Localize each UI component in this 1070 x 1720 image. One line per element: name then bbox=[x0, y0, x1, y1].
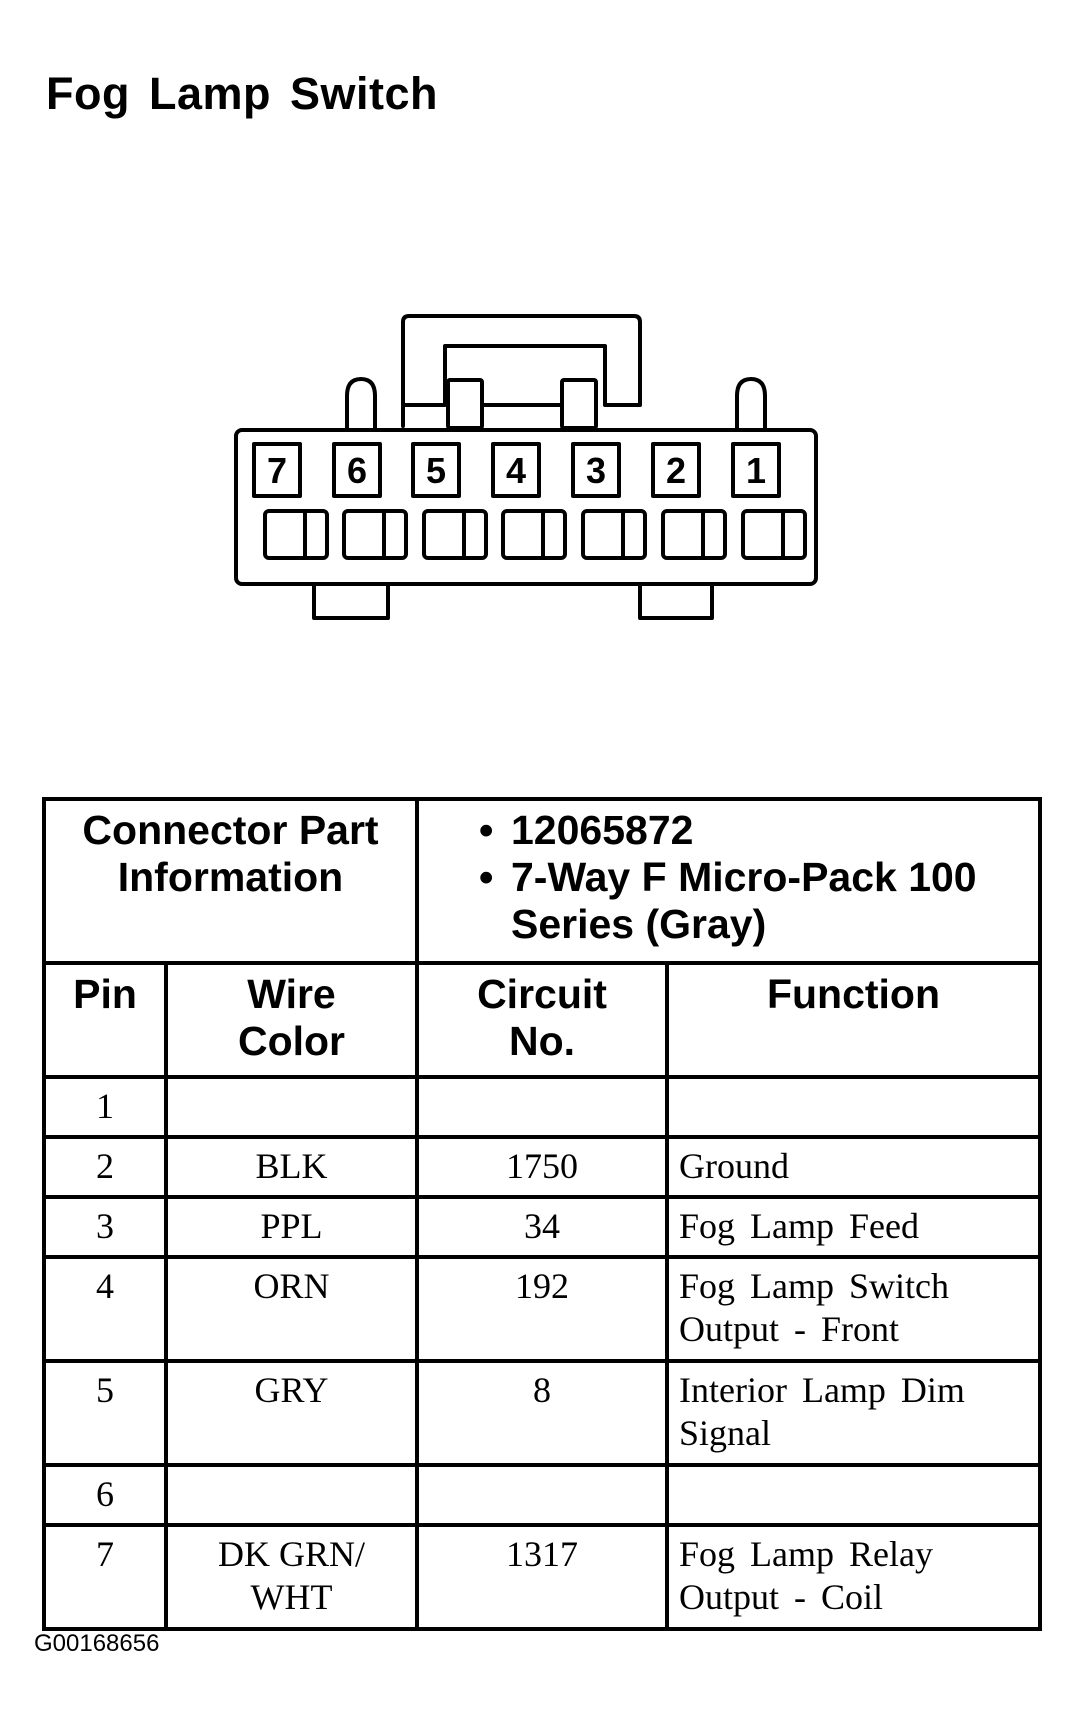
wire-color-cell: BLK bbox=[164, 1135, 419, 1199]
function-cell: Interior Lamp Dim Signal bbox=[665, 1359, 1042, 1467]
function-cell: Fog Lamp Relay Output - Coil bbox=[665, 1523, 1042, 1631]
connector-series: Series (Gray) bbox=[511, 901, 767, 947]
pin-label-2: 2 bbox=[666, 450, 686, 491]
table-row: 1 bbox=[42, 1075, 1042, 1139]
function-cell: Ground bbox=[665, 1135, 1042, 1199]
header-circuit-label-line1: Circuit bbox=[477, 971, 607, 1017]
header-pin-label: Pin bbox=[73, 971, 137, 1017]
header-function: Function bbox=[665, 961, 1042, 1079]
pin-box-6 bbox=[332, 442, 382, 498]
table-row: 3 PPL 34 Fog Lamp Feed bbox=[42, 1195, 1042, 1259]
connector-foot-left bbox=[312, 584, 390, 620]
cavity-5 bbox=[422, 509, 488, 560]
part-info-label: Connector Part Information bbox=[42, 797, 419, 965]
wire-color-line1: DK GRN/ bbox=[217, 1534, 365, 1574]
table-row: 2 BLK 1750 Ground bbox=[42, 1135, 1042, 1199]
table-row: 6 bbox=[42, 1463, 1042, 1527]
pin-label-6: 6 bbox=[347, 450, 367, 491]
guide-pin-left bbox=[345, 377, 377, 430]
connector-pinout-table: Connector Part Information 12065872 7-Wa… bbox=[42, 797, 1042, 1631]
circuit-cell: 8 bbox=[415, 1359, 669, 1467]
circuit-cell: 1750 bbox=[415, 1135, 669, 1199]
latch-post-left bbox=[446, 378, 484, 430]
pin-label-5: 5 bbox=[426, 450, 446, 491]
header-wire-color: Wire Color bbox=[164, 961, 419, 1079]
function-line1: Interior Lamp Dim bbox=[679, 1370, 965, 1410]
table-row: 4 ORN 192 Fog Lamp Switch Output - Front bbox=[42, 1255, 1042, 1363]
pin-label-3: 3 bbox=[586, 450, 606, 491]
pin-cell: 3 bbox=[42, 1195, 168, 1259]
pin-box-2 bbox=[651, 442, 701, 498]
cavity-4 bbox=[501, 509, 567, 560]
function-cell bbox=[665, 1463, 1042, 1527]
table-row: 5 GRY 8 Interior Lamp Dim Signal bbox=[42, 1359, 1042, 1467]
cavity-6 bbox=[342, 509, 408, 560]
connector-body bbox=[234, 428, 818, 586]
function-cell bbox=[665, 1075, 1042, 1139]
header-function-label: Function bbox=[766, 971, 941, 1017]
column-header-row: Pin Wire Color Circuit No. Function bbox=[42, 961, 1042, 1079]
function-line2: Signal bbox=[679, 1413, 772, 1453]
circuit-cell: 34 bbox=[415, 1195, 669, 1259]
connector-face-diagram: 7 6 5 4 3 2 1 bbox=[234, 314, 818, 620]
pin-box-7 bbox=[252, 442, 302, 498]
function-line1: Fog Lamp Relay bbox=[679, 1534, 933, 1574]
pin-cell: 1 bbox=[42, 1075, 168, 1139]
table-row: 7 DK GRN/ WHT 1317 Fog Lamp Relay Output… bbox=[42, 1523, 1042, 1631]
header-wire-label-line2: Color bbox=[237, 1018, 346, 1064]
circuit-cell bbox=[415, 1075, 669, 1139]
wire-color-cell bbox=[164, 1463, 419, 1527]
cavity-1 bbox=[741, 509, 807, 560]
pin-box-1 bbox=[731, 442, 781, 498]
part-number: 12065872 bbox=[479, 807, 1038, 854]
function-line2: Output - Coil bbox=[679, 1577, 884, 1617]
pin-label-7: 7 bbox=[267, 450, 287, 491]
part-info-row: Connector Part Information 12065872 7-Wa… bbox=[42, 797, 1042, 965]
function-cell: Fog Lamp Switch Output - Front bbox=[665, 1255, 1042, 1363]
latch-post-right bbox=[560, 378, 598, 430]
wire-color-cell: PPL bbox=[164, 1195, 419, 1259]
pin-cell: 2 bbox=[42, 1135, 168, 1199]
part-info-values: 12065872 7-Way F Micro-Pack 100 Series (… bbox=[415, 797, 1042, 965]
wire-color-cell: ORN bbox=[164, 1255, 419, 1363]
pin-label-4: 4 bbox=[506, 450, 526, 491]
wire-color-cell bbox=[164, 1075, 419, 1139]
connector-foot-right bbox=[638, 584, 714, 620]
header-wire-label-line1: Wire bbox=[247, 971, 336, 1017]
pin-cell: 7 bbox=[42, 1523, 168, 1631]
cavity-2 bbox=[661, 509, 727, 560]
circuit-cell bbox=[415, 1463, 669, 1527]
header-circuit-no: Circuit No. bbox=[415, 961, 669, 1079]
pin-label-1: 1 bbox=[746, 450, 766, 491]
function-line1: Fog Lamp Switch bbox=[679, 1266, 949, 1306]
connector-type: 7-Way F Micro-Pack 100 bbox=[479, 854, 1038, 901]
part-info-label-line2: Information bbox=[117, 854, 344, 900]
pin-cell: 4 bbox=[42, 1255, 168, 1363]
pin-cell: 5 bbox=[42, 1359, 168, 1467]
header-pin: Pin bbox=[42, 961, 168, 1079]
pin-cell: 6 bbox=[42, 1463, 168, 1527]
pin-box-3 bbox=[571, 442, 621, 498]
cavity-7 bbox=[263, 509, 329, 560]
wire-color-cell: GRY bbox=[164, 1359, 419, 1467]
circuit-cell: 192 bbox=[415, 1255, 669, 1363]
figure-code: G00168656 bbox=[34, 1630, 160, 1657]
cavity-3 bbox=[581, 509, 647, 560]
wire-color-cell: DK GRN/ WHT bbox=[164, 1523, 419, 1631]
pin-box-5 bbox=[411, 442, 461, 498]
connector-latch bbox=[401, 314, 642, 428]
page-title: Fog Lamp Switch bbox=[46, 68, 439, 119]
function-line2: Output - Front bbox=[679, 1309, 900, 1349]
circuit-cell: 1317 bbox=[415, 1523, 669, 1631]
pin-box-4 bbox=[491, 442, 541, 498]
wire-color-line2: WHT bbox=[250, 1577, 333, 1617]
part-info-label-line1: Connector Part bbox=[82, 807, 379, 853]
function-cell: Fog Lamp Feed bbox=[665, 1195, 1042, 1259]
guide-pin-right bbox=[735, 377, 767, 430]
header-circuit-label-line2: No. bbox=[508, 1018, 576, 1064]
